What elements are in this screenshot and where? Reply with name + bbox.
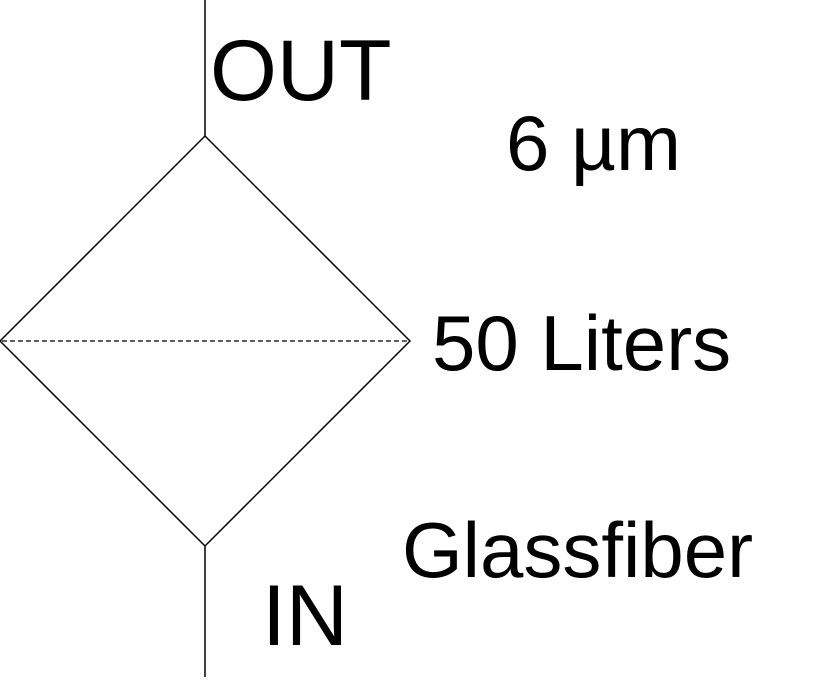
port-out-label: OUT — [210, 23, 392, 119]
port-in-label: IN — [262, 568, 348, 664]
pore-size-label: 6 µm — [506, 99, 681, 187]
material-label: Glassfiber — [402, 506, 753, 594]
capacity-label: 50 Liters — [432, 299, 731, 387]
